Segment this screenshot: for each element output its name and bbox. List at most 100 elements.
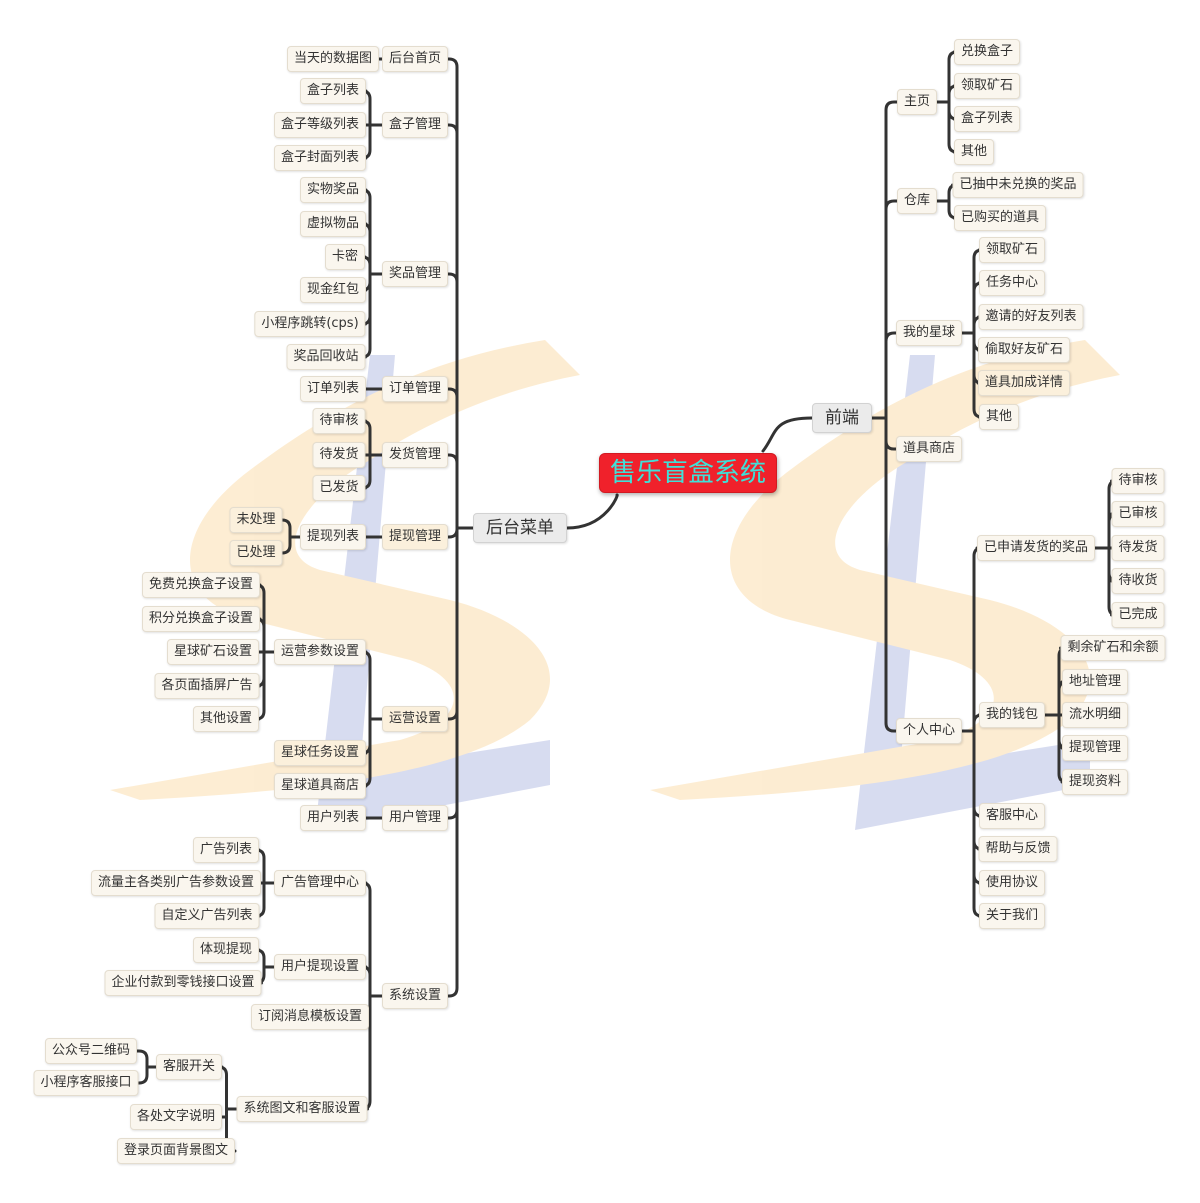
frontend-item-node[interactable]: 道具加成详情 [977,370,1071,396]
connector-line [255,848,276,918]
frontend-subitem-node[interactable]: 待收货 [1111,568,1165,594]
backend-item-node[interactable]: 提现列表 [299,524,367,550]
backend-item-node[interactable]: 盒子列表 [299,78,367,104]
backend-subitem-node[interactable]: 免费兑换盒子设置 [141,572,261,598]
frontend-item-node[interactable]: 领取矿石 [978,237,1046,263]
connector-line [361,419,384,490]
backend-item-node[interactable]: 运营参数设置 [273,639,367,665]
frontend-subitem-node[interactable]: 提现管理 [1061,735,1129,761]
backend-group-node[interactable]: 系统设置 [381,983,449,1009]
frontend-item-node[interactable]: 偷取好友矿石 [977,337,1071,363]
watermark-orange-shape [110,340,580,800]
frontend-group-node[interactable]: 主页 [896,89,938,115]
connector-line [361,89,384,160]
connector-line [218,1065,238,1153]
frontend-item-node[interactable]: 任务中心 [978,270,1046,296]
backend-item-node[interactable]: 虚拟物品 [299,211,367,237]
connector-line [935,50,958,154]
backend-subitem-node[interactable]: 未处理 [229,507,283,533]
backend-item-node[interactable]: 订单列表 [299,376,367,402]
watermark-blue-shape [315,355,550,830]
connector-line [960,248,983,419]
backend-subitem-node[interactable]: 星球矿石设置 [166,639,260,665]
backend-item-node[interactable]: 待审核 [312,408,366,434]
backend-subsubitem-node[interactable]: 公众号二维码 [44,1038,138,1064]
frontend-item-node[interactable]: 使用协议 [978,870,1046,896]
backend-group-node[interactable]: 盒子管理 [381,112,449,138]
backend-subitem-node[interactable]: 流量主各类别广告参数设置 [90,870,262,896]
frontend-subitem-node[interactable]: 待发货 [1111,535,1165,561]
backend-subitem-node[interactable]: 自定义广告列表 [154,903,260,929]
frontend-item-node[interactable]: 已购买的道具 [953,205,1047,231]
backend-group-node[interactable]: 奖品管理 [381,261,449,287]
backend-subitem-node[interactable]: 客服开关 [155,1054,223,1080]
frontend-subitem-node[interactable]: 待审核 [1111,468,1165,494]
frontend-subitem-node[interactable]: 剩余矿石和余额 [1060,635,1166,661]
backend-group-node[interactable]: 发货管理 [381,442,449,468]
backend-subitem-node[interactable]: 登录页面背景图文 [116,1138,236,1164]
backend-item-node[interactable]: 小程序跳转(cps) [254,311,366,337]
frontend-group-node[interactable]: 道具商店 [895,436,963,462]
frontend-group-node[interactable]: 个人中心 [895,718,963,744]
frontend-item-node[interactable]: 帮助与反馈 [978,836,1058,862]
backend-group-node[interactable]: 运营设置 [381,706,449,732]
backend-menu-node[interactable]: 后台菜单 [473,513,567,543]
frontend-node[interactable]: 前端 [812,403,872,433]
backend-item-node[interactable]: 已发货 [312,475,366,501]
backend-subsubitem-node[interactable]: 小程序客服接口 [33,1070,139,1096]
frontend-subitem-node[interactable]: 提现资料 [1061,769,1129,795]
backend-subitem-node[interactable]: 其他设置 [192,706,260,732]
frontend-group-node[interactable]: 我的星球 [895,320,963,346]
backend-subitem-node[interactable]: 各页面插屏广告 [154,673,260,699]
backend-item-node[interactable]: 星球任务设置 [273,740,367,766]
frontend-item-node[interactable]: 其他 [953,139,995,165]
frontend-item-node[interactable]: 其他 [978,404,1020,430]
backend-subitem-node[interactable]: 企业付款到零钱接口设置 [104,970,262,996]
backend-item-node[interactable]: 盒子封面列表 [273,145,367,171]
frontend-item-node[interactable]: 已申请发货的奖品 [976,535,1096,561]
backend-item-node[interactable]: 奖品回收站 [286,344,366,370]
backend-subitem-node[interactable]: 积分兑换盒子设置 [141,606,261,632]
backend-subitem-node[interactable]: 各处文字说明 [129,1104,223,1130]
backend-item-node[interactable]: 订阅消息模板设置 [250,1004,370,1030]
backend-group-node[interactable]: 订单管理 [381,376,449,402]
frontend-item-node[interactable]: 已抽中未兑换的奖品 [952,172,1084,198]
backend-item-node[interactable]: 星球道具商店 [273,773,367,799]
frontend-group-node[interactable]: 仓库 [896,188,938,214]
backend-group-node[interactable]: 用户管理 [381,805,449,831]
connector-line [761,416,814,453]
frontend-item-node[interactable]: 我的钱包 [978,702,1046,728]
frontend-item-node[interactable]: 邀请的好友列表 [978,304,1084,330]
backend-subitem-node[interactable]: 已处理 [229,540,283,566]
backend-item-node[interactable]: 系统图文和客服设置 [236,1096,368,1122]
frontend-item-node[interactable]: 客服中心 [978,803,1046,829]
connector-line [361,881,384,1111]
backend-item-node[interactable]: 盒子等级列表 [273,112,367,138]
backend-group-node[interactable]: 后台首页 [381,46,449,72]
frontend-item-node[interactable]: 盒子列表 [953,106,1021,132]
backend-group-node[interactable]: 提现管理 [381,524,449,550]
frontend-subitem-node[interactable]: 已审核 [1111,501,1165,527]
backend-subitem-node[interactable]: 体现提现 [192,937,260,963]
frontend-item-node[interactable]: 领取矿石 [953,73,1021,99]
frontend-subitem-node[interactable]: 地址管理 [1061,669,1129,695]
backend-item-node[interactable]: 现金红包 [299,277,367,303]
backend-item-node[interactable]: 实物奖品 [299,177,367,203]
frontend-subitem-node[interactable]: 流水明细 [1061,702,1129,728]
backend-item-node[interactable]: 用户提现设置 [273,954,367,980]
backend-item-node[interactable]: 卡密 [324,244,366,270]
frontend-item-node[interactable]: 兑换盒子 [953,39,1021,65]
backend-item-node[interactable]: 待发货 [312,442,366,468]
connector-line [281,518,302,555]
backend-item-node[interactable]: 用户列表 [299,805,367,831]
backend-subitem-node[interactable]: 广告列表 [192,837,260,863]
root-node[interactable]: 售乐盲盒系统 [598,453,778,493]
frontend-item-node[interactable]: 关于我们 [978,903,1046,929]
frontend-subitem-node[interactable]: 已完成 [1111,602,1165,628]
backend-item-node[interactable]: 广告管理中心 [273,870,367,896]
connector-line [255,583,276,721]
backend-item-node[interactable]: 当天的数据图 [286,46,380,72]
watermark-blue-shape [855,355,1090,830]
